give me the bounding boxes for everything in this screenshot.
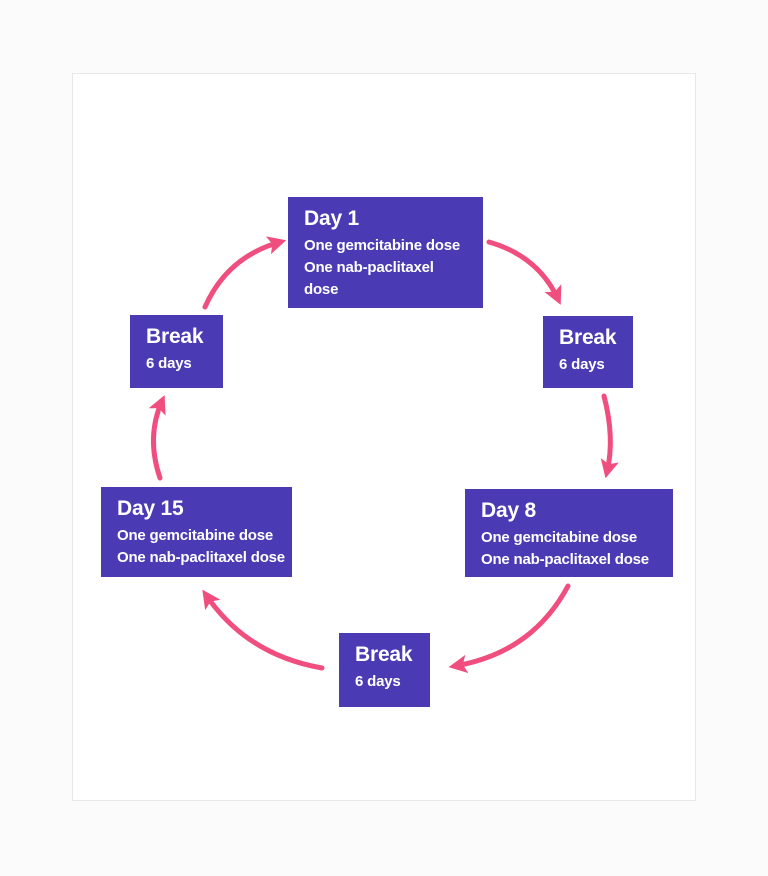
node-break-right-line-1: 6 days [559, 356, 605, 373]
node-day15-heading: Day 15 [117, 497, 184, 520]
node-day1: Day 1 One gemcitabine dose One nab-pacli… [288, 197, 483, 308]
node-day1-line-3: dose [304, 281, 339, 298]
node-day15-line-2: One nab-paclitaxel dose [117, 549, 285, 566]
node-day1-heading: Day 1 [304, 207, 360, 230]
node-break-right-heading: Break [559, 326, 617, 349]
node-day8-line-2: One nab-paclitaxel dose [481, 551, 649, 568]
node-day8-heading: Day 8 [481, 499, 537, 522]
node-break-bottom-heading: Break [355, 643, 413, 666]
node-day8: Day 8 One gemcitabine dose One nab-pacli… [465, 489, 673, 577]
node-break-left: Break 6 days [130, 315, 223, 388]
node-break-left-heading: Break [146, 325, 204, 348]
node-break-left-line-1: 6 days [146, 355, 192, 372]
node-break-bottom-line-1: 6 days [355, 673, 401, 690]
node-day1-line-1: One gemcitabine dose [304, 237, 461, 254]
node-day15: Day 15 One gemcitabine dose One nab-pacl… [101, 487, 292, 577]
node-day15-line-1: One gemcitabine dose [117, 527, 274, 544]
node-break-bottom: Break 6 days [339, 633, 430, 707]
node-break-right: Break 6 days [543, 316, 633, 388]
node-day1-line-2: One nab-paclitaxel [304, 259, 434, 276]
node-day8-line-1: One gemcitabine dose [481, 529, 638, 546]
